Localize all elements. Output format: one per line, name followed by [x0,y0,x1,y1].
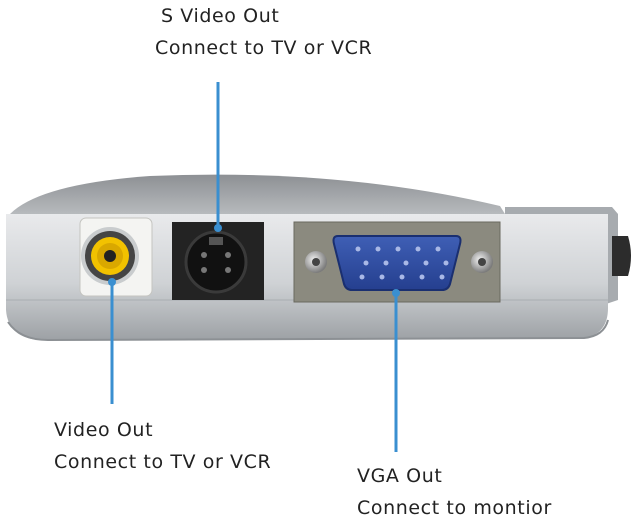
vga-port [293,221,501,303]
device-top-shell [10,174,505,214]
leader-lines [108,82,400,452]
video-leader-dot [108,278,116,286]
svideo-leader-dot [214,224,222,232]
svideo-callout: S Video Out Connect to TV or VCR [155,0,372,64]
vga-subtitle: Connect to montior [357,497,552,519]
rca-video-port [79,217,153,297]
video-title: Video Out [54,419,154,441]
video-callout: Video Out Connect to TV or VCR [54,414,271,478]
vga-callout: VGA Out Connect to montior [357,460,552,524]
svideo-port [172,222,264,300]
vga-title: VGA Out [357,465,443,487]
vga-leader-dot [392,289,400,297]
video-subtitle: Connect to TV or VCR [54,451,272,473]
svideo-title: S Video Out [161,5,280,27]
svideo-subtitle: Connect to TV or VCR [155,37,373,59]
